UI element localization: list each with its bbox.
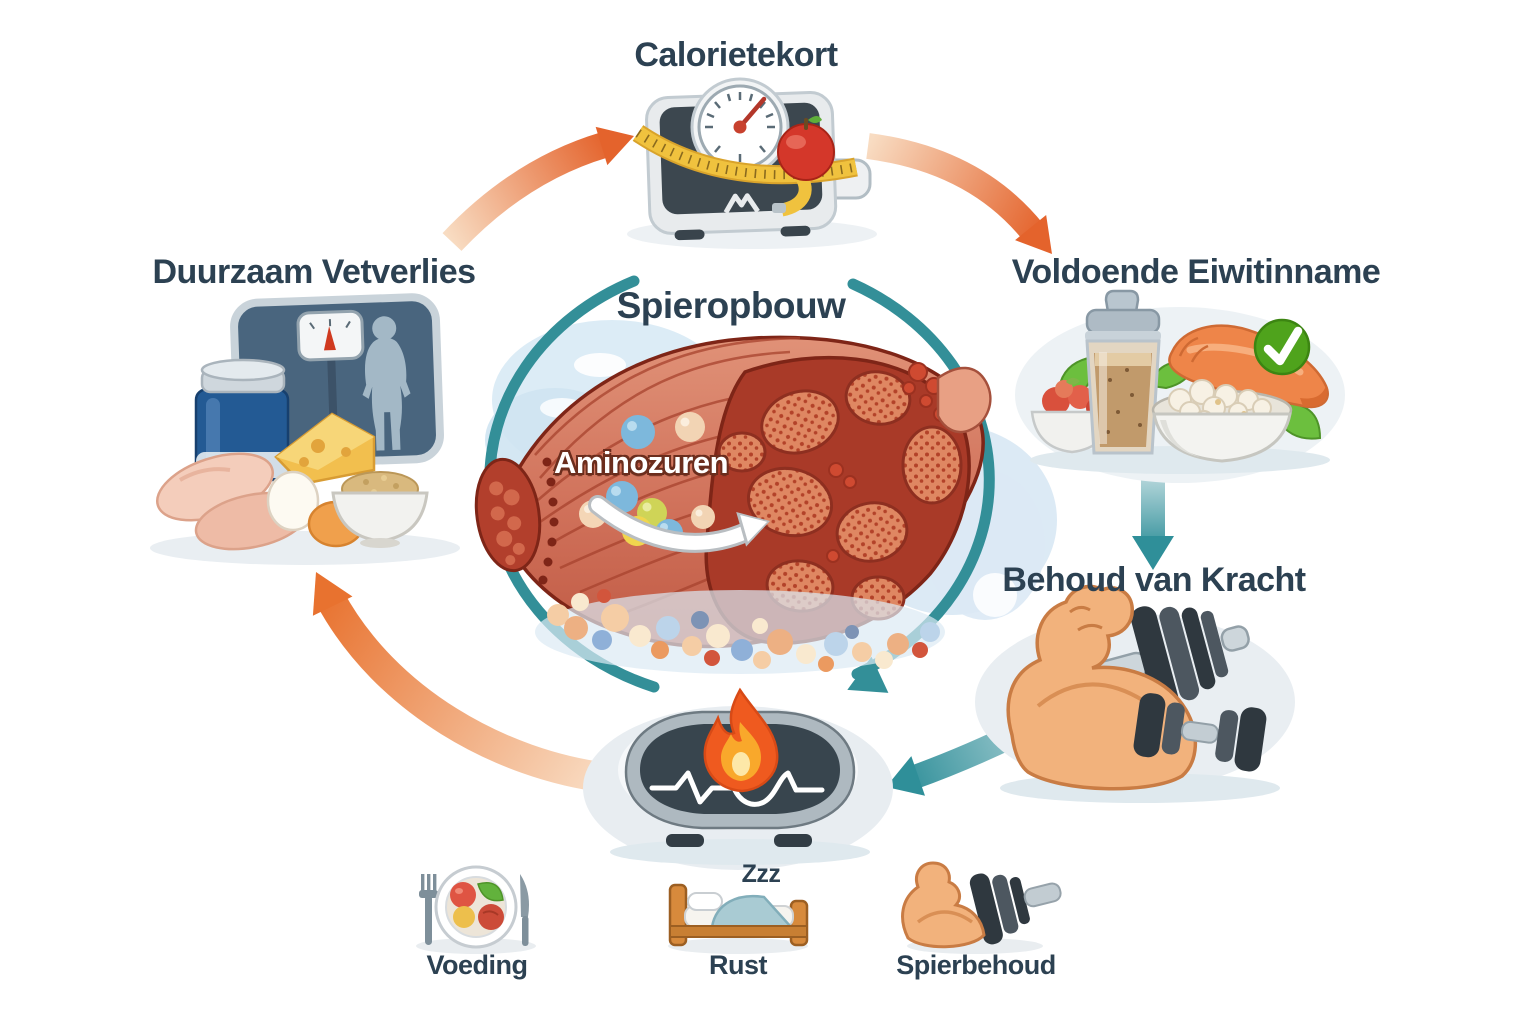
amino-flow-arrow	[588, 495, 770, 553]
spierbehoud-icon	[901, 861, 1062, 954]
node-label-eiwitinname: Voldoende Eiwitinname	[1011, 253, 1381, 291]
amino-annotation: Aminozuren	[553, 445, 729, 480]
check-icon	[1253, 318, 1311, 376]
apple	[777, 116, 835, 181]
rust-icon	[668, 883, 809, 954]
cottage-cheese-bowl	[1151, 379, 1293, 463]
standing-scale	[230, 293, 444, 469]
flame-icon	[703, 687, 779, 793]
egg-white	[266, 470, 320, 532]
cycle-arc-arrowhead	[847, 656, 889, 693]
grain-bowl	[331, 471, 429, 548]
center-title: Spieropbouw	[616, 285, 846, 326]
person-silhouette	[362, 316, 411, 451]
eiwitinname-illustration	[1015, 289, 1345, 483]
node-label-vetverlies: Duurzaam Vetverlies	[152, 253, 476, 291]
cheese-wedge	[274, 412, 376, 486]
verbranding-illustration	[583, 687, 893, 870]
nutrient-bubbles	[535, 589, 945, 674]
kracht-illustration	[975, 584, 1295, 803]
legend-label-spierbehoud: Spierbehoud	[896, 950, 1056, 980]
protein-shaker	[1085, 289, 1161, 455]
legend-label-voeding: Voeding	[426, 950, 529, 980]
zzz-label: Zzz	[741, 860, 781, 888]
node-label-kracht: Behoud van Kracht	[1002, 561, 1306, 599]
scale-dial	[690, 77, 790, 177]
vetverlies-illustration	[150, 293, 460, 565]
legend-label-rust: Rust	[709, 950, 768, 980]
arrow-verbranding-to-vetverlies	[312, 572, 610, 793]
voeding-icon	[416, 865, 536, 954]
small-dumbbell-icon	[1133, 693, 1267, 772]
arrow-calorietekort-to-eiwitinname	[866, 133, 1052, 254]
muscle-illustration	[474, 335, 992, 649]
legend-dumbbell	[969, 873, 1062, 945]
calorietekort-illustration	[627, 77, 877, 249]
node-label-calorietekort: Calorietekort	[634, 36, 838, 74]
chicken-fillets	[155, 452, 310, 551]
arrow-vetverlies-to-calorietekort	[442, 126, 634, 251]
